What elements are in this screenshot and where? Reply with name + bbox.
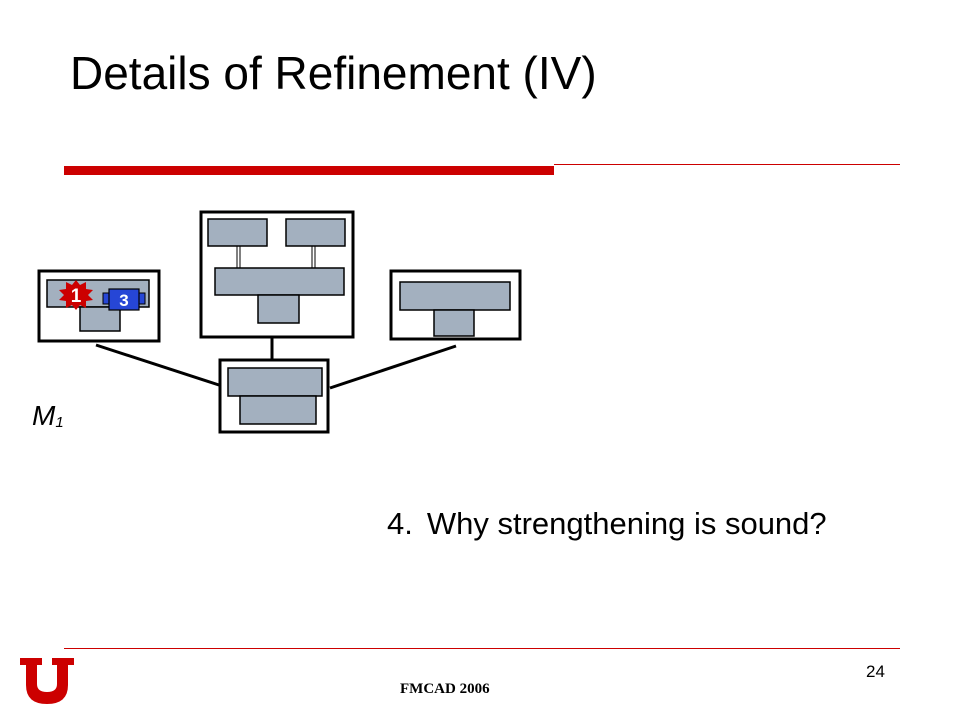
university-of-utah-u-logo-icon bbox=[20, 658, 74, 704]
question-number: 4. bbox=[387, 506, 413, 541]
question-item: 4. Why strengthening is sound? bbox=[387, 506, 827, 542]
connector-line-left bbox=[95, 343, 223, 388]
bottom-center-panel bbox=[218, 358, 330, 434]
slide-title: Details of Refinement (IV) bbox=[70, 47, 597, 99]
starburst-badge-icon: 1 bbox=[59, 280, 93, 310]
blue-badge: 3 bbox=[102, 288, 146, 311]
top-center-panel bbox=[199, 210, 355, 339]
title-underline-thick bbox=[64, 166, 554, 175]
right-panel bbox=[389, 269, 522, 341]
connector-line-right bbox=[329, 344, 457, 390]
blue-badge-label: 3 bbox=[119, 291, 128, 310]
question-text: Why strengthening is sound? bbox=[426, 506, 827, 541]
footer-rule bbox=[64, 648, 900, 649]
model-label-subscript: 1 bbox=[55, 414, 64, 431]
model-label-letter: M bbox=[32, 400, 56, 431]
starburst-badge-label: 1 bbox=[71, 286, 82, 307]
page-number: 24 bbox=[866, 662, 885, 681]
left-panel bbox=[37, 269, 161, 343]
model-label: M1 bbox=[32, 400, 64, 432]
footer-text: FMCAD 2006 bbox=[400, 681, 490, 697]
title-underline-thin bbox=[554, 164, 900, 165]
